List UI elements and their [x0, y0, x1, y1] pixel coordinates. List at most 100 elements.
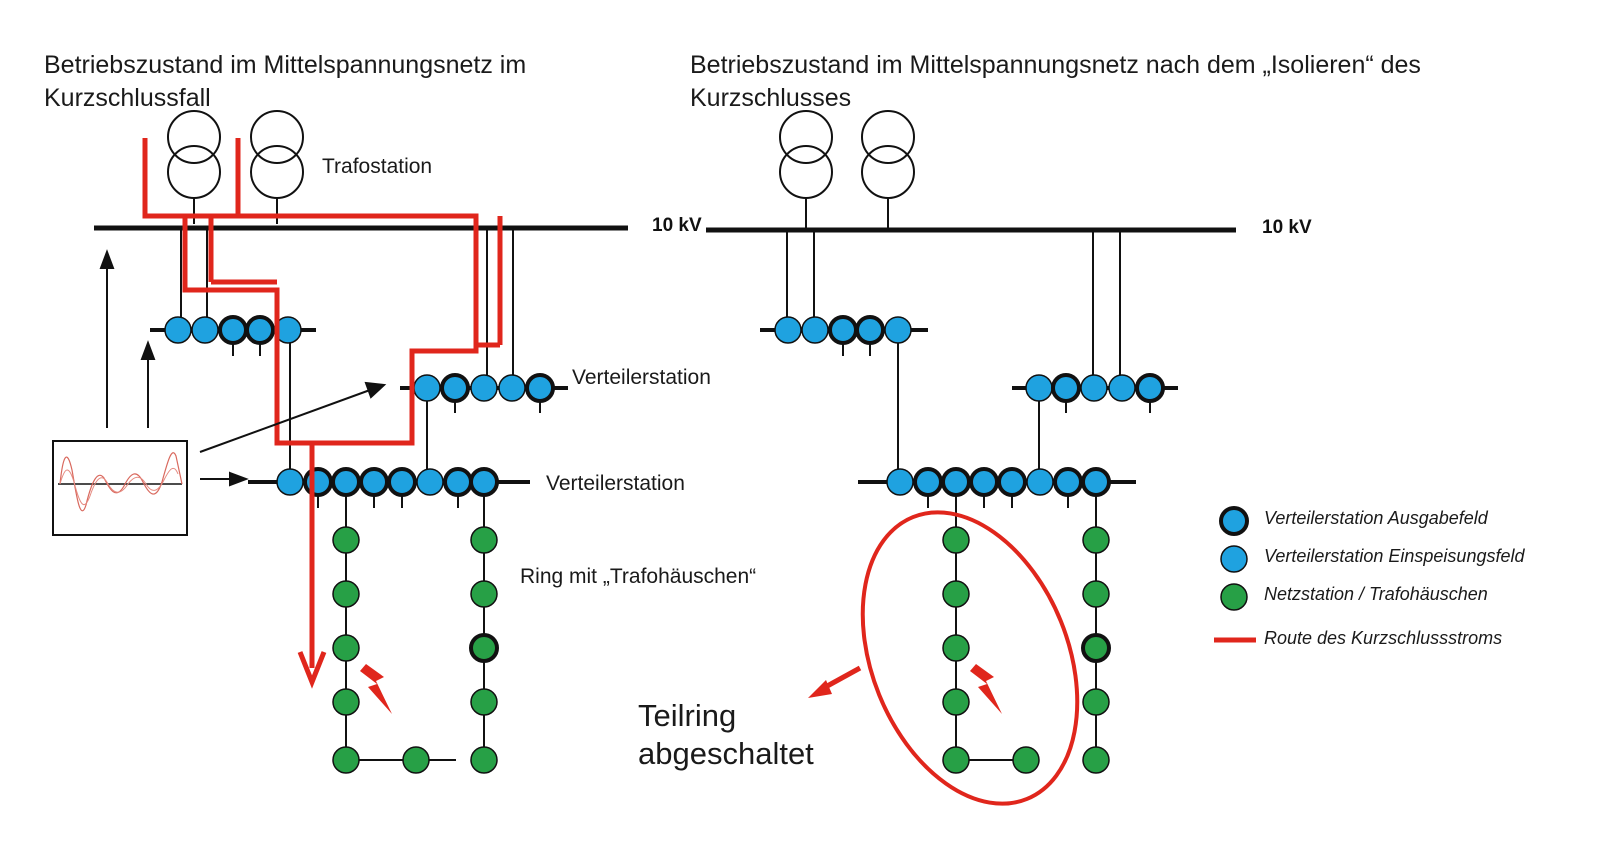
output-bay-node [997, 467, 1027, 497]
output-bay-node [303, 467, 333, 497]
left-title: Betriebszustand im Mittelspannungsnetz i… [44, 49, 526, 115]
verteiler-lower-label: Verteilerstation [546, 472, 685, 495]
isolated-subring-ellipse [860, 510, 1080, 806]
output-bay-node [359, 467, 389, 497]
teilring-arrow [808, 665, 862, 698]
substation-node [942, 526, 970, 554]
output-bay-node [218, 315, 248, 345]
feeder-lines [180, 228, 514, 478]
feed-bay-node [413, 374, 441, 402]
distribution-station-bottom [858, 467, 1136, 508]
output-bay-node [440, 373, 470, 403]
teilring-line2: abgeschaltet [638, 736, 814, 771]
output-bay-node [969, 467, 999, 497]
distribution-station-mid [400, 373, 568, 413]
substation-node [942, 746, 970, 774]
output-bay-node [1135, 373, 1165, 403]
output-bay-node [469, 467, 499, 497]
substation-node-open [469, 633, 499, 663]
substation-node [1012, 746, 1040, 774]
feed-bay-node [1026, 468, 1054, 496]
right-title-line2: Kurzschlusses [690, 84, 852, 112]
feed-bay-node [191, 316, 219, 344]
feed-bay-node [886, 468, 914, 496]
teilring-line1: Teilring [638, 698, 737, 733]
substation-node [1082, 580, 1110, 608]
transformer-icon [861, 110, 915, 228]
output-bay-node [1051, 373, 1081, 403]
feed-bay-node [884, 316, 912, 344]
legend-substation-icon [1220, 583, 1248, 611]
output-bay-node [245, 315, 275, 345]
output-bay-node [855, 315, 885, 345]
substation-node [332, 688, 360, 716]
ring-left [942, 526, 1040, 774]
feed-bay-node [416, 468, 444, 496]
output-bay-node [443, 467, 473, 497]
left-title-line1: Betriebszustand im Mittelspannungsnetz i… [44, 51, 527, 79]
substation-node [470, 526, 498, 554]
legend-feed-bay-icon [1220, 545, 1248, 573]
feed-bay-node [801, 316, 829, 344]
legend-label-netzstation: Netzstation / Trafohäuschen [1264, 584, 1488, 604]
feed-bay-node [498, 374, 526, 402]
legend-label-ausgabe: Verteilerstation Ausgabefeld [1264, 508, 1488, 528]
feed-bay-node [774, 316, 802, 344]
feeder-lines [786, 230, 1121, 478]
ring-right [1081, 526, 1111, 774]
lightning-icon [970, 664, 1002, 714]
teilring-label: Teilring abgeschaltet [638, 697, 814, 773]
transformer-icon [779, 110, 833, 228]
transformer-icon [250, 110, 304, 224]
substation-node [1082, 688, 1110, 716]
voltage-label-left: 10 kV [652, 215, 702, 236]
substation-node [1082, 746, 1110, 774]
substation-node [332, 526, 360, 554]
feed-bay-node [276, 468, 304, 496]
trafostation-label: Trafostation [322, 155, 433, 178]
substation-node [402, 746, 430, 774]
distribution-station-bottom [248, 467, 530, 508]
feed-bay-node [1025, 374, 1053, 402]
short-circuit-route [142, 138, 503, 668]
legend-label-route: Route des Kurzschlussstroms [1264, 628, 1503, 648]
distribution-station-mid [1012, 373, 1178, 413]
feed-bay-node [164, 316, 192, 344]
output-bay-node [331, 467, 361, 497]
substation-node [332, 634, 360, 662]
distribution-station-top [150, 315, 316, 356]
output-bay-node [828, 315, 858, 345]
ring-label: Ring mit „Trafohäuschen“ [520, 565, 757, 588]
feed-bay-node [1080, 374, 1108, 402]
substation-node [332, 746, 360, 774]
legend-label-einspeisung: Verteilerstation Einspeisungsfeld [1264, 546, 1525, 566]
output-bay-node [387, 467, 417, 497]
ring-left [332, 526, 430, 774]
oscilloscope-icon [52, 440, 188, 536]
ring-right [469, 526, 499, 774]
substation-node [942, 688, 970, 716]
substation-node [470, 580, 498, 608]
distribution-station-top [760, 315, 928, 356]
feed-bay-node [1108, 374, 1136, 402]
voltage-label-right: 10 kV [1262, 217, 1312, 238]
left-title-line2: Kurzschlussfall [44, 84, 211, 112]
substation-node-open [1081, 633, 1111, 663]
substation-node [942, 580, 970, 608]
output-bay-node [913, 467, 943, 497]
ring-lines [345, 495, 485, 761]
feed-bay-node [470, 374, 498, 402]
legend [1214, 506, 1256, 643]
transformer-icon [167, 110, 221, 224]
output-bay-node [1081, 467, 1111, 497]
substation-node [470, 688, 498, 716]
output-bay-node [941, 467, 971, 497]
substation-node [332, 580, 360, 608]
output-bay-node [525, 373, 555, 403]
legend-output-bay-icon [1219, 506, 1249, 536]
substation-node [470, 746, 498, 774]
substation-node [1082, 526, 1110, 554]
left-panel [52, 110, 628, 774]
measurement-arrows [99, 249, 387, 487]
